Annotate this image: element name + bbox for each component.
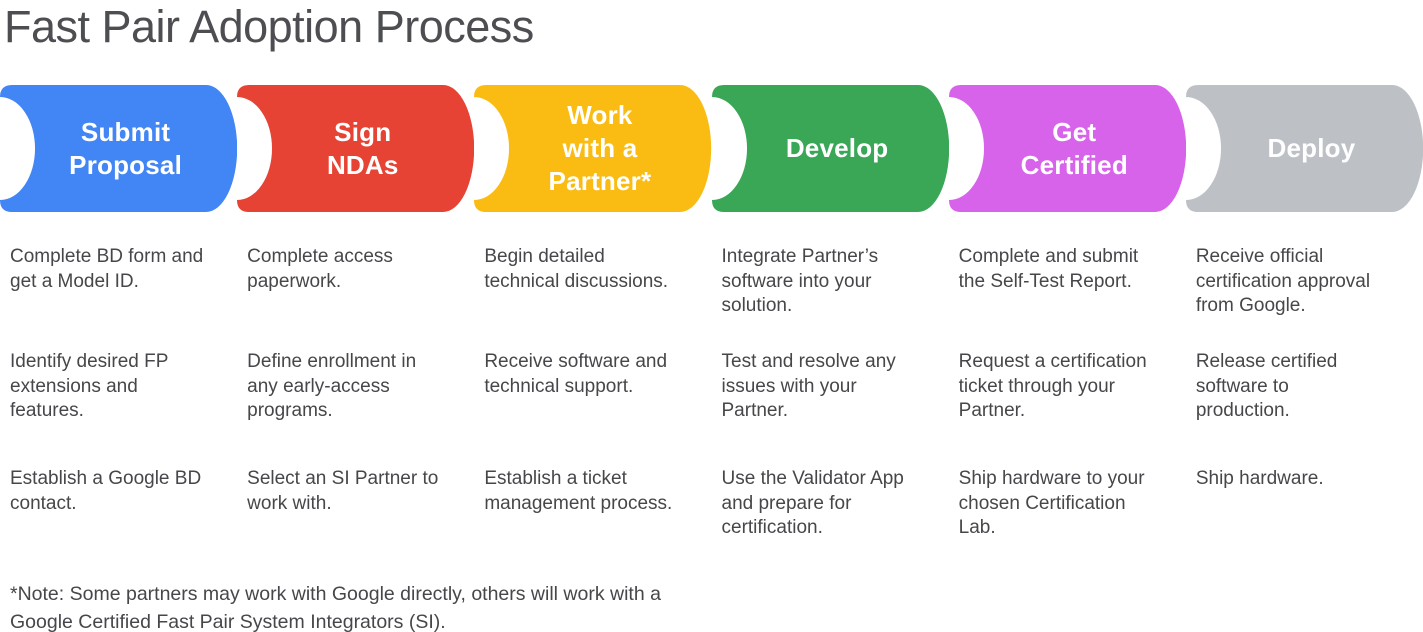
step-develop: Develop [711, 85, 949, 212]
step-work-with-partner: Work with a Partner* [474, 85, 712, 212]
task-sign-ndas-2: Define enrollment in any early-access pr… [247, 351, 417, 421]
step-label-develop: Develop [785, 133, 889, 163]
task-work-with-partner-1: Begin detailed technical discussions. [484, 246, 669, 292]
task-deploy-3: Ship hardware. [1195, 468, 1324, 489]
task-deploy-2: Release certified software to production… [1195, 351, 1338, 421]
chevron-shape-icon [237, 85, 475, 212]
chevron-shape-path [474, 85, 712, 212]
chevron-shape-icon [474, 85, 712, 212]
task-get-certified-3: Ship hardware to your chosen Certificati… [958, 468, 1145, 538]
step-tasks-grid: Complete BD form and get a Model ID. Ide… [0, 245, 1423, 579]
task-submit-proposal-3: Establish a Google BD contact. [10, 468, 202, 514]
task-get-certified-2: Request a certification ticket through y… [958, 351, 1147, 421]
step-label-sign-ndas: Sign NDAs [326, 116, 399, 180]
task-develop-1: Integrate Partner’s software into your s… [721, 246, 879, 316]
step-submit-proposal: Submit Proposal [0, 85, 238, 212]
step-label-submit-proposal: Submit Proposal [69, 116, 183, 180]
process-steps-row: Submit Proposal Sign NDAs Work with a Pa… [0, 85, 1423, 212]
chevron-shape-icon [1185, 85, 1423, 212]
task-develop-3: Use the Validator App and prepare for ce… [721, 468, 904, 538]
step-sign-ndas: Sign NDAs [237, 85, 475, 212]
chevron-shape-icon [0, 85, 238, 212]
task-develop-2: Test and resolve any issues with your Pa… [721, 351, 896, 421]
chevron-shape-path [948, 85, 1186, 212]
step-label-work-with-partner: Work with a Partner* [548, 100, 652, 196]
task-submit-proposal-1: Complete BD form and get a Model ID. [10, 246, 204, 292]
task-sign-ndas-1: Complete access paperwork. [247, 246, 393, 292]
step-deploy: Deploy [1185, 85, 1423, 212]
chevron-shape-icon [948, 85, 1186, 212]
step-get-certified: Get Certified [948, 85, 1186, 212]
task-work-with-partner-2: Receive software and technical support. [484, 351, 668, 397]
chevron-shape-path [711, 85, 949, 212]
page-title: Fast Pair Adoption Process [4, 1, 534, 52]
task-work-with-partner-3: Establish a ticket management process. [484, 468, 673, 514]
step-label-deploy: Deploy [1267, 133, 1356, 163]
chevron-shape-path [1185, 85, 1423, 212]
task-sign-ndas-3: Select an SI Partner to work with. [247, 468, 439, 514]
task-submit-proposal-2: Identify desired FP extensions and featu… [10, 351, 169, 421]
step-label-get-certified: Get Certified [1020, 116, 1128, 180]
chevron-shape-path [237, 85, 475, 212]
footnote: *Note: Some partners may work with Googl… [10, 583, 661, 632]
chevron-shape-path [0, 85, 238, 212]
task-deploy-1: Receive official certification approval … [1195, 246, 1371, 316]
chevron-shape-icon [711, 85, 949, 212]
task-get-certified-1: Complete and submit the Self-Test Report… [958, 246, 1139, 292]
